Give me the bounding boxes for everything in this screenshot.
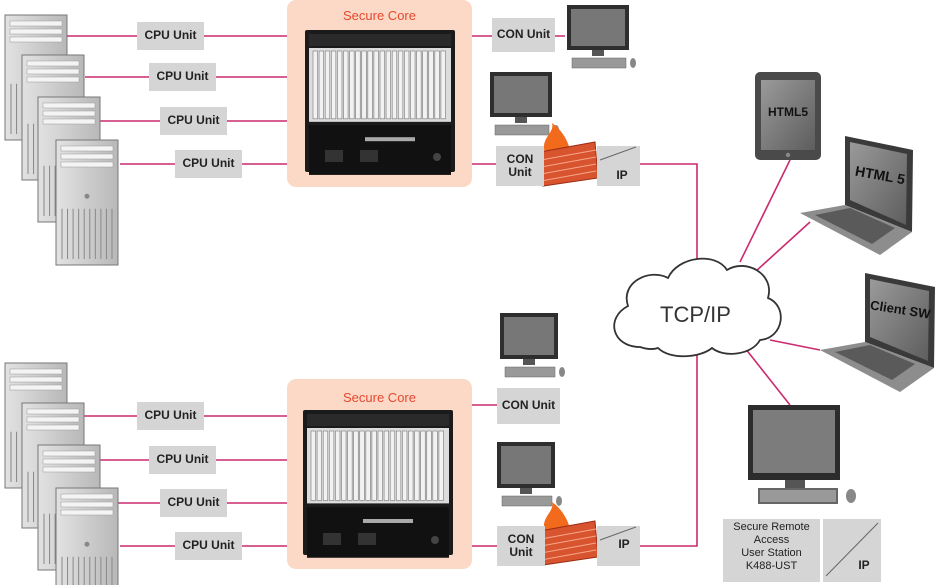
ip-label-station: IP — [858, 558, 870, 573]
cloud-label: TCP/IP — [660, 302, 731, 327]
console-monitor — [567, 5, 636, 69]
console-monitor — [490, 72, 559, 136]
laptop-html5 — [800, 136, 913, 255]
tablet-device — [755, 72, 821, 160]
con-unit-top-1: CON Unit — [492, 18, 555, 52]
cpu-unit-bottom-1: CPU Unit — [137, 402, 204, 430]
ip-label-top: IP — [616, 168, 628, 183]
cpu-unit-bottom-2: CPU Unit — [149, 446, 216, 474]
tablet-screen-label: HTML5 — [768, 105, 808, 119]
cpu-unit-top-1: CPU Unit — [137, 22, 204, 50]
tcp-ip-cloud — [613, 257, 782, 358]
laptop-client-sw — [820, 273, 935, 392]
console-monitor — [500, 313, 565, 378]
firewall-icon — [539, 123, 599, 187]
console-monitor — [497, 442, 562, 507]
remote-access-station — [748, 405, 856, 504]
bottom-core-title: Secure Core — [343, 390, 416, 405]
station-label: Secure Remote Access User Station K488-U… — [723, 519, 820, 582]
cpu-unit-bottom-3: CPU Unit — [160, 489, 227, 517]
cpu-unit-bottom-4: CPU Unit — [175, 532, 242, 560]
con-unit-bottom-1: CON Unit — [497, 388, 560, 424]
server-tower — [55, 487, 119, 585]
kvm-chassis-bottom — [303, 410, 453, 558]
server-tower — [55, 139, 119, 266]
firewall-icon — [539, 502, 599, 566]
server-stack-bottom — [4, 362, 119, 585]
firewalls — [539, 123, 599, 566]
con-unit-top-2: CON Unit — [496, 146, 544, 186]
top-core-title: Secure Core — [343, 8, 416, 23]
cpu-unit-top-4: CPU Unit — [175, 150, 242, 178]
ip-label-bottom: IP — [618, 537, 630, 552]
cpu-unit-top-3: CPU Unit — [160, 107, 227, 135]
consoles — [490, 5, 636, 507]
kvm-chassis-top — [305, 30, 455, 175]
cpu-unit-top-2: CPU Unit — [149, 63, 216, 91]
ip-boxes — [597, 146, 881, 582]
con-unit-bottom-2: CON Unit — [497, 526, 545, 566]
server-stack-top — [4, 14, 119, 266]
